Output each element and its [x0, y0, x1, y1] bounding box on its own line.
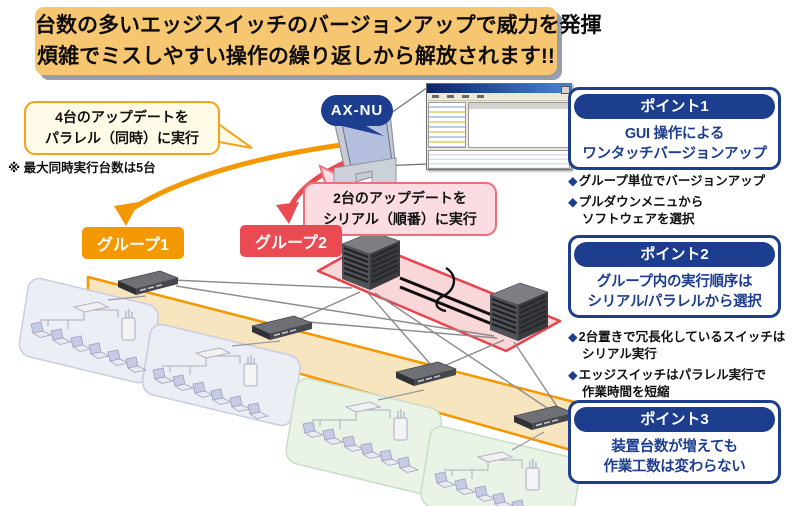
- axnu-server-label: AX-NU: [321, 95, 393, 126]
- bullet-diamond: ◆: [568, 174, 578, 188]
- point1-body: GUI 操作による ワンタッチバージョンアップ: [574, 124, 775, 164]
- window-log-panel: [428, 150, 570, 169]
- title-line-1: 台数の多いエッジスイッチのバージョンアップで威力を発揮: [35, 14, 602, 37]
- bullet-text: 2台置きで冗長化しているスイッチは: [578, 330, 786, 344]
- access-links: [107, 295, 545, 451]
- bullet-diamond: ◆: [568, 330, 578, 344]
- point2-box: ポイント2 グループ内の実行順序は シリアル/パラレルから選択: [568, 235, 781, 318]
- point1-bullet-1: ◆グループ単位でバージョンアップ: [568, 173, 800, 190]
- serial-update-callout: 2台のアップデートを シリアル（順番）に実行: [303, 182, 497, 236]
- bullet-text: シリアル実行: [582, 347, 657, 361]
- point1-body-line1: GUI 操作による: [624, 126, 725, 142]
- title-line-2: 煩雑でミスしやすい操作の繰り返しから解放されます!!: [37, 45, 555, 68]
- parallel-arrowhead: [114, 202, 139, 226]
- point3-header: ポイント3: [574, 407, 775, 432]
- serial-arrowhead: [276, 202, 299, 224]
- bullet-text: エッジスイッチはパラレル実行で: [578, 368, 767, 382]
- point1-body-line2: ワンタッチバージョンアップ: [582, 146, 767, 162]
- point2-header: ポイント2: [574, 242, 775, 267]
- window-tree-panel: [428, 102, 466, 148]
- callout-text: シリアル（順番）に実行: [323, 211, 477, 227]
- management-gui-window: [426, 83, 572, 170]
- callout-text: 2台のアップデートを: [333, 190, 467, 206]
- window-titlebar: [427, 84, 571, 94]
- bullet-text: グループ単位でバージョンアップ: [578, 174, 766, 188]
- callout-text: パラレル（同時）に実行: [45, 130, 199, 146]
- window-table-panel: [468, 102, 570, 148]
- point3-body-line1: 装置台数が増えても: [611, 439, 738, 455]
- bullet-diamond: ◆: [568, 368, 578, 382]
- point1-box: ポイント1 GUI 操作による ワンタッチバージョンアップ: [568, 87, 781, 170]
- point2-bullet-2: ◆エッジスイッチはパラレル実行で 作業時間を短縮: [568, 367, 800, 401]
- point1-bullet-2: ◆プルダウンメニュから ソフトウェアを選択: [568, 194, 800, 228]
- window-menubar: [427, 93, 571, 101]
- link-aggregation-loop-icon: [435, 266, 456, 313]
- bullet-text: ソフトウェアを選択: [582, 212, 695, 226]
- point2-body-line2: シリアル/パラレルから選択: [587, 294, 762, 310]
- callout-text: 4台のアップデートを: [55, 109, 189, 125]
- group2-badge: グループ2: [240, 225, 342, 257]
- point2-bullet-1: ◆2台置きで冗長化しているスイッチは シリアル実行: [568, 329, 800, 363]
- point1-header: ポイント1: [574, 94, 775, 119]
- point3-body-line2: 作業工数は変わらない: [603, 459, 746, 475]
- bullet-text: プルダウンメニュから: [578, 195, 704, 209]
- window-close-icon: [561, 85, 570, 94]
- point2-body-line1: グループ内の実行順序は: [596, 274, 753, 290]
- title-banner: 台数の多いエッジスイッチのバージョンアップで威力を発揮 煩雑でミスしやすい操作の…: [35, 7, 602, 75]
- client-group-panel: [420, 425, 581, 506]
- group1-badge: グループ1: [82, 227, 184, 259]
- max-parallel-note: ※ 最大同時実行台数は5台: [8, 161, 156, 175]
- point3-box: ポイント3 装置台数が増えても 作業工数は変わらない: [568, 400, 781, 484]
- bullet-diamond: ◆: [568, 195, 578, 209]
- parallel-update-callout: 4台のアップデートを パラレル（同時）に実行: [24, 101, 220, 155]
- point3-body: 装置台数が増えても 作業工数は変わらない: [574, 437, 775, 477]
- bullet-text: 作業時間を短縮: [582, 385, 670, 399]
- point2-body: グループ内の実行順序は シリアル/パラレルから選択: [574, 272, 775, 312]
- trunk-link: [399, 276, 493, 326]
- uplink-links: [171, 279, 559, 411]
